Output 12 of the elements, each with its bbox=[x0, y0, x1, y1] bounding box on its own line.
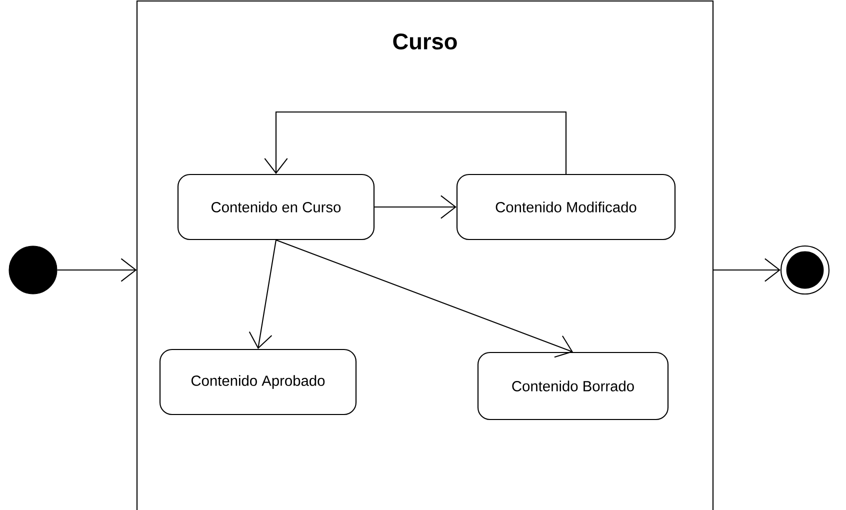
arrow bbox=[276, 240, 573, 358]
arrow bbox=[57, 258, 137, 282]
state-box: Contenido Aprobado bbox=[159, 348, 357, 416]
state-box: Contenido Borrado bbox=[477, 352, 669, 420]
state-box: Contenido Modificado bbox=[456, 174, 676, 240]
state-box: Contenido en Curso bbox=[177, 174, 375, 240]
arrow bbox=[713, 258, 780, 282]
arrow bbox=[374, 195, 456, 219]
arrow bbox=[264, 111, 567, 174]
initial-state-dot bbox=[8, 246, 58, 294]
final-state-dot bbox=[780, 245, 830, 295]
arrow bbox=[248, 240, 277, 349]
